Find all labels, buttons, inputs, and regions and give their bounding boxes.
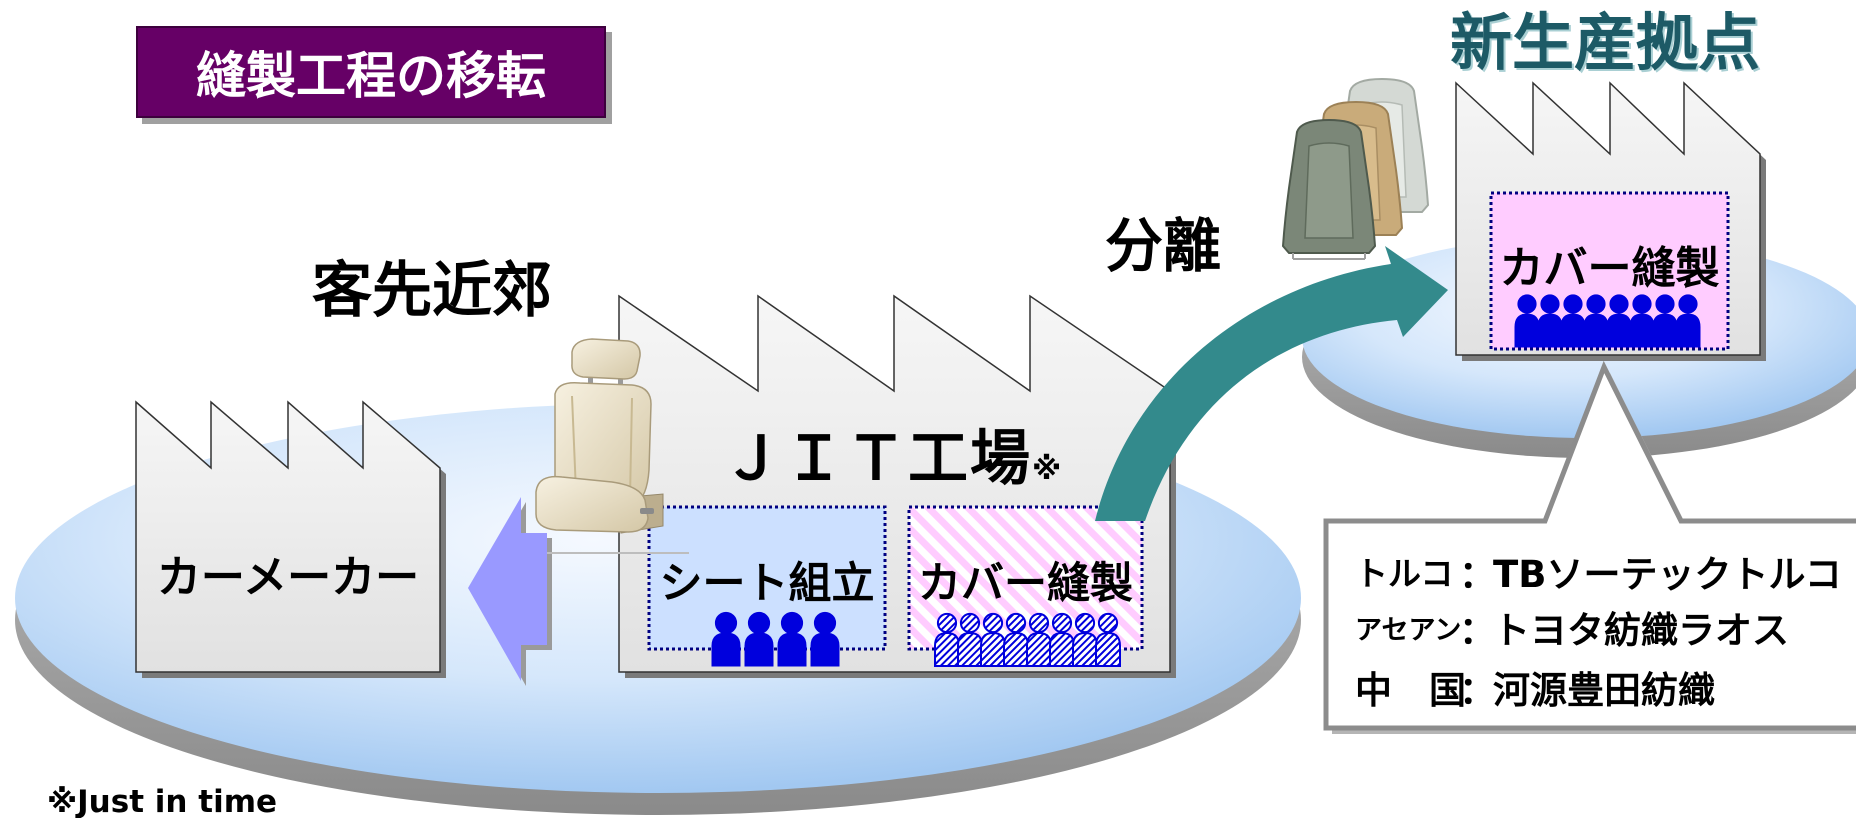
person-icon [744, 611, 774, 667]
delivery-arrow-icon [468, 497, 552, 686]
slide-title: 縫製工程の移転 [196, 47, 546, 105]
person-icon [810, 611, 840, 667]
site-company: 河源豊田紡織 [1493, 669, 1715, 710]
seat-cover-dark-green [1281, 118, 1377, 260]
site-row-turkey: トルコ ： TBソーテックトルコ [1355, 548, 1850, 594]
person-icon [1003, 612, 1029, 667]
separation-label: 分離 [1105, 212, 1222, 280]
person-icon [957, 612, 983, 667]
person-icon [1560, 294, 1586, 348]
seat-covers-icon [1281, 77, 1430, 260]
footnote: ※Just in time [47, 784, 278, 818]
person-icon [1606, 294, 1632, 348]
car-maker-factory-icon [135, 400, 446, 678]
person-icon [1629, 294, 1655, 348]
car-seat-icon [535, 338, 664, 534]
person-icon [934, 612, 960, 667]
person-icon [980, 612, 1006, 667]
jit-note-mark: ※ [1032, 452, 1062, 487]
site-company: トヨタ紡織ラオス [1493, 609, 1789, 650]
site-region: アセアン [1355, 614, 1462, 646]
person-icon [1072, 612, 1098, 667]
site-separator: ： [1459, 669, 1496, 710]
site-separator: ： [1459, 609, 1496, 650]
slide-title-box: 縫製工程の移転 [136, 26, 606, 118]
site-region: 中 国 [1355, 669, 1466, 710]
person-icon [711, 611, 741, 667]
site-region: トルコ [1355, 554, 1454, 593]
person-icon [1652, 294, 1678, 348]
site-separator: ： [1459, 553, 1496, 594]
seat-assembly-workers [711, 611, 840, 667]
site-row-china: 中 国 ： 河源豊田紡織 [1355, 664, 1850, 710]
site-row-asean: アセアン ： トヨタ紡織ラオス [1355, 604, 1850, 650]
seat-assembly-label: シート組立 [659, 559, 875, 609]
near-customer-label: 客先近郊 [312, 256, 552, 326]
production-sites-callout [1323, 360, 1856, 734]
person-icon [1095, 612, 1121, 667]
person-icon [1026, 612, 1052, 667]
car-maker-label: カーメーカー [156, 552, 420, 603]
jit-factory-name: ＪＩＴ工場 [722, 424, 1032, 494]
person-icon [1537, 294, 1563, 348]
transfer-arrow-icon [1095, 246, 1448, 521]
jit-sewing-workers [934, 612, 1121, 667]
jit-cover-sewing-label: カバー縫製 [918, 559, 1133, 609]
person-icon [1514, 294, 1540, 348]
new-production-base-title: 新生産拠点 [1450, 6, 1761, 79]
person-icon [1583, 294, 1609, 348]
new-cover-sewing-label: カバー縫製 [1499, 243, 1720, 294]
jit-factory-label: ＪＩＴ工場※ [722, 426, 1061, 503]
person-icon [1049, 612, 1075, 667]
person-icon [777, 611, 807, 667]
site-company: TBソーテックトルコ [1493, 553, 1842, 594]
person-icon [1675, 294, 1701, 348]
new-sewing-workers [1514, 294, 1701, 348]
